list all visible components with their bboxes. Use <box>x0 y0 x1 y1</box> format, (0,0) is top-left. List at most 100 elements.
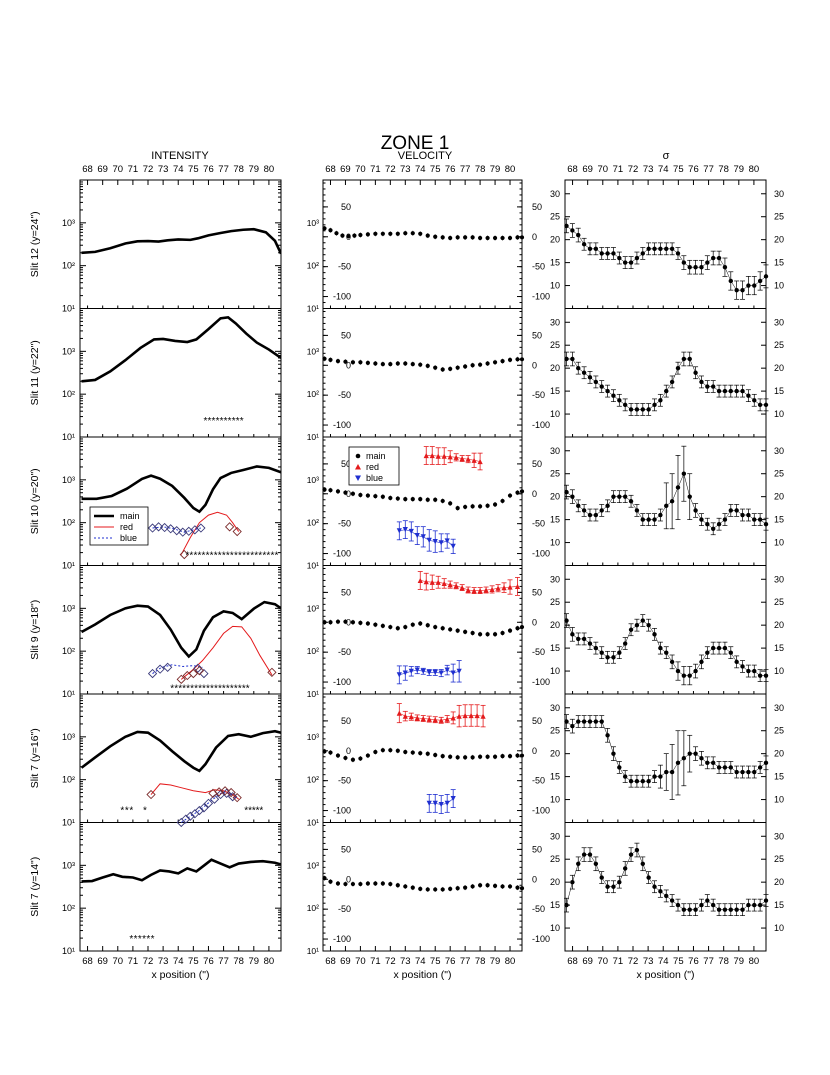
x-tick-label-top: 69 <box>582 164 593 175</box>
velocity-y-label-right: 50 <box>532 330 542 340</box>
velocity-y-label-right: 0 <box>532 617 537 627</box>
intensity-red-fit-marker <box>176 674 186 684</box>
velocity-main-point <box>395 626 400 631</box>
velocity-main-point <box>425 497 430 502</box>
intensity-red-fit-marker <box>267 667 277 677</box>
multi-component-marker: * <box>258 551 262 562</box>
multi-component-marker: * <box>242 684 246 695</box>
velocity-main-point <box>492 235 498 241</box>
velocity-red-line <box>420 580 518 591</box>
velocity-main-point <box>500 884 505 889</box>
multi-component-marker: * <box>254 551 258 562</box>
sigma-y-label-left: 15 <box>550 772 560 782</box>
velocity-red-line <box>399 712 484 721</box>
velocity-main-point <box>478 883 483 888</box>
y-tick-label: 10² <box>62 903 75 913</box>
multi-component-marker: * <box>142 934 146 945</box>
x-tick-label-top: 72 <box>385 164 396 175</box>
velocity-main-point <box>425 887 430 892</box>
velocity-main-point <box>492 883 498 888</box>
x-tick-label-bottom: 72 <box>628 956 639 967</box>
velocity-main-point <box>350 881 356 887</box>
velocity-main-point <box>515 885 520 890</box>
x-tick-label-bottom: 79 <box>249 956 260 967</box>
legend-label-main: main <box>120 511 140 521</box>
x-tick-label-bottom: 78 <box>718 956 729 967</box>
intensity-main-curve <box>81 858 281 883</box>
intensity-blue-fit-marker <box>159 522 170 533</box>
velocity-main-point <box>335 358 341 364</box>
intensity-red-curve <box>180 511 240 555</box>
velocity-main-point <box>322 356 327 361</box>
sigma-y-label-right: 10 <box>774 538 784 548</box>
velocity-main-point <box>346 234 351 239</box>
x-tick-label-top: 77 <box>703 164 714 175</box>
sigma-y-label-left: 30 <box>550 317 560 327</box>
velocity-y-label-left: 50 <box>341 459 351 469</box>
velocity-main-point <box>455 365 460 370</box>
multi-component-marker: * <box>234 551 238 562</box>
x-tick-label-top: 73 <box>400 164 411 175</box>
velocity-main-point <box>322 749 327 754</box>
velocity-main-point <box>463 885 468 890</box>
velocity-main-point <box>328 488 333 493</box>
sigma-line <box>566 358 766 410</box>
velocity-main-point <box>380 361 385 367</box>
velocity-left-y-label: 10² <box>307 775 319 785</box>
velocity-y-label-right: 0 <box>532 360 537 370</box>
velocity-main-point <box>463 235 468 240</box>
velocity-main-point <box>470 755 475 760</box>
sigma-y-label-right: 25 <box>774 212 784 222</box>
multi-component-marker: * <box>125 806 129 817</box>
sigma-y-label-right: 20 <box>774 363 784 373</box>
velocity-y-label-left: 0 <box>346 874 351 884</box>
velocity-main-point <box>328 357 333 362</box>
velocity-y-label-left: 50 <box>341 330 351 340</box>
velocity-main-point <box>425 363 430 368</box>
x-tick-label-bottom: 75 <box>673 956 684 967</box>
sigma-y-label-left: 20 <box>550 235 560 245</box>
velocity-main-point <box>328 750 333 755</box>
sigma-y-label-right: 30 <box>774 189 784 199</box>
velocity-main-point <box>410 231 415 236</box>
sigma-line <box>566 472 767 530</box>
multi-component-marker: * <box>240 416 244 427</box>
intensity-column-title: INTENSITY <box>151 150 209 162</box>
velocity-y-label-right: -100 <box>532 292 550 302</box>
velocity-y-label-left: 0 <box>346 360 351 370</box>
velocity-main-point <box>455 506 460 511</box>
velocity-left-y-label: 10³ <box>307 475 319 485</box>
velocity-y-label-right: 50 <box>532 459 542 469</box>
velocity-main-point <box>463 629 468 634</box>
x-tick-label-bottom: 74 <box>173 956 184 967</box>
multi-component-marker: * <box>248 806 252 817</box>
velocity-main-point <box>365 493 370 498</box>
velocity-main-point <box>519 886 525 891</box>
row-label: Slit 10 (y=20") <box>29 468 41 534</box>
sigma-y-label-right: 25 <box>774 854 784 864</box>
velocity-main-point <box>322 875 327 881</box>
velocity-y-label-right: 50 <box>532 716 542 726</box>
multi-component-marker: * <box>146 934 150 945</box>
velocity-main-point <box>358 620 363 625</box>
intensity-legend-box <box>89 506 149 546</box>
velocity-main-point <box>515 626 520 631</box>
velocity-y-label-left: -50 <box>338 262 351 272</box>
x-tick-label-top: 71 <box>128 164 139 175</box>
sigma-y-label-right: 15 <box>774 515 784 525</box>
velocity-main-point <box>350 620 356 625</box>
sigma-y-label-right: 15 <box>774 900 784 910</box>
multi-component-marker: * <box>250 551 254 562</box>
x-axis-label: x position (") <box>637 969 695 981</box>
velocity-main-point <box>350 360 356 365</box>
velocity-main-point <box>455 628 460 633</box>
sigma-y-label-right: 15 <box>774 386 784 396</box>
x-tick-label-top: 70 <box>597 164 608 175</box>
velocity-main-point <box>403 624 408 630</box>
velocity-main-point <box>322 226 327 231</box>
sigma-y-label-left: 25 <box>550 726 560 736</box>
x-tick-label-bottom: 73 <box>158 956 169 967</box>
x-tick-label-top: 68 <box>82 164 93 175</box>
velocity-left-y-label: 10² <box>307 903 319 913</box>
intensity-blue-fit-marker <box>166 524 176 534</box>
